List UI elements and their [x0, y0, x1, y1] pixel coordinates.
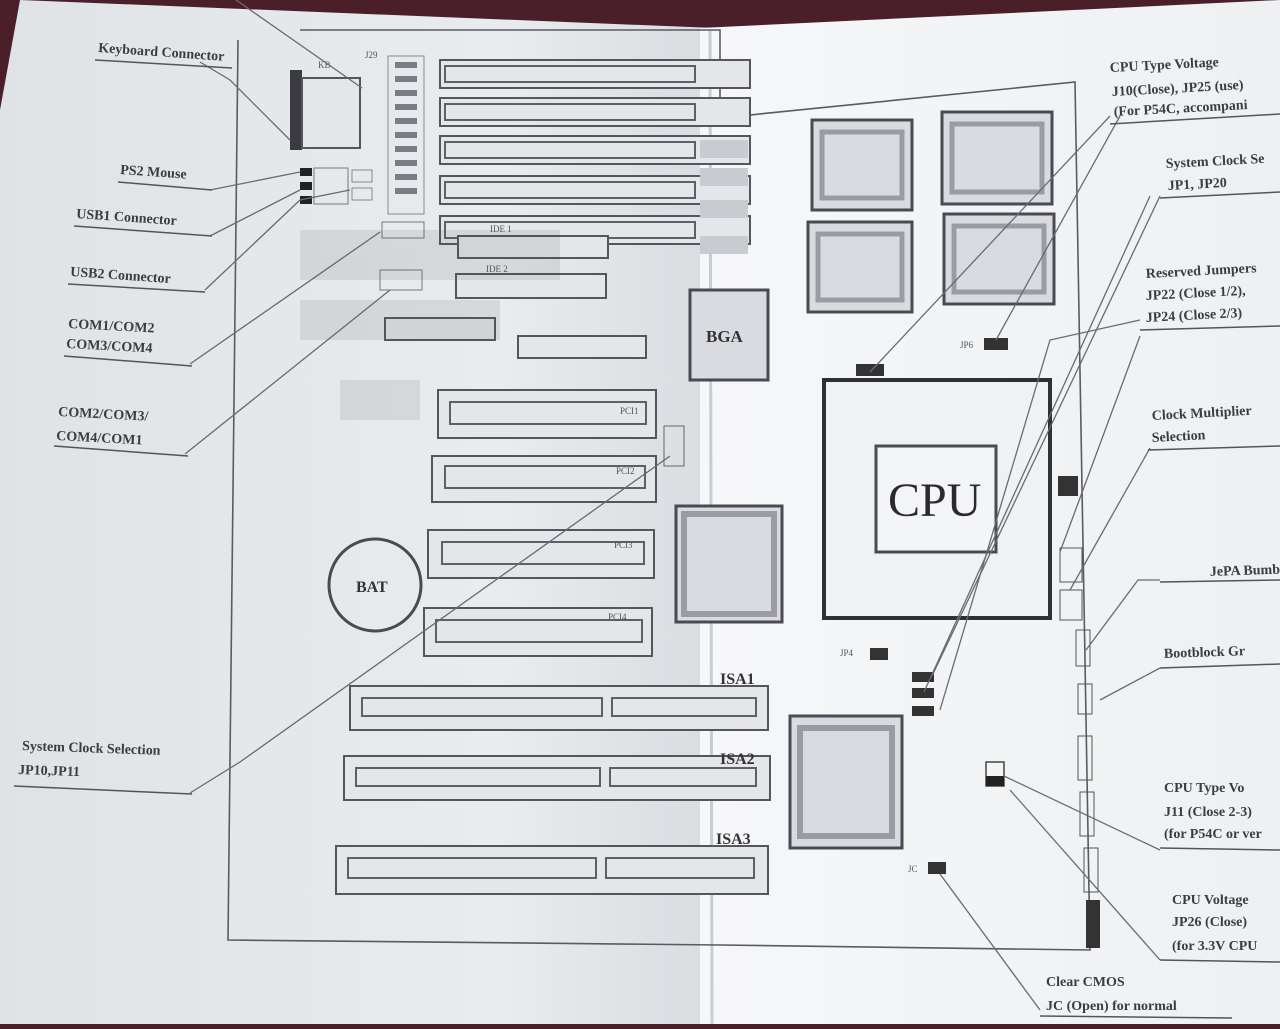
right-jumper-column — [1058, 476, 1100, 948]
battery — [327, 537, 423, 633]
pci2-label: PCI2 — [616, 466, 635, 476]
cpu-type-voltage-top-line2: J10(Close), JP25 (use) — [1111, 78, 1244, 100]
clock-multiplier-selection: Selection — [1151, 428, 1206, 446]
clear-cmos-callout: Clear CMOS — [1046, 975, 1125, 990]
ps2-mouse-callout: PS2 Mouse — [120, 163, 187, 183]
system-clock-right-callout: System Clock Se — [1165, 152, 1264, 172]
pci1-label: PCI1 — [620, 406, 639, 416]
right-callouts: CPU Type Voltage J10(Close), JP25 (use) … — [1039, 55, 1280, 1019]
jp10-jp11-callout: JP10,JP11 — [18, 763, 80, 780]
system-clock-selection-callout: System Clock Selection — [22, 739, 161, 759]
bga-label: BGA — [706, 327, 744, 346]
cache-chips — [806, 110, 1056, 314]
bga-chip — [688, 288, 770, 382]
leader-lines — [184, 0, 1161, 1011]
jumper-jc — [928, 862, 946, 874]
jp22-callout: JP22 (Close 1/2), — [1145, 284, 1246, 304]
com1-com2-callout: COM1/COM2 — [68, 317, 155, 336]
cpu-type-voltage-bottom-callout: CPU Type Vo — [1164, 781, 1244, 796]
clock-multiplier-callout: Clock Multiplier — [1151, 404, 1252, 424]
ps2-usb-jumpers — [300, 167, 373, 205]
jp-bottom-callout: JePA Bumb — [1210, 563, 1280, 580]
show-through-text — [300, 230, 560, 420]
j29-header — [387, 55, 425, 215]
j29-label: J29 — [365, 50, 378, 60]
pci-slots — [423, 389, 657, 657]
cpu-label: CPU — [888, 474, 981, 527]
cpu-type-voltage-top-line3: (For P54C, accompani — [1113, 98, 1248, 120]
jp26-callout: JP26 (Close) — [1172, 915, 1247, 930]
com3-com4-callout: COM3/COM4 — [66, 337, 153, 356]
cpu-type-voltage-top-callout: CPU Type Voltage — [1109, 55, 1219, 76]
left-callouts: Keyboard Connector PS2 Mouse USB1 Connec… — [13, 41, 233, 795]
jumper-jp4 — [870, 648, 888, 660]
jumper-jp-cache-left — [856, 364, 884, 376]
isa-slots — [335, 685, 771, 895]
pci-jumper — [663, 425, 685, 467]
battery-label: BAT — [356, 579, 388, 596]
jp4-label: JP4 — [840, 648, 854, 658]
usb2-callout: USB2 Connector — [70, 265, 172, 287]
pci4-label: PCI4 — [608, 612, 627, 622]
board-outline — [227, 29, 1091, 951]
j11-callout: J11 (Close 2-3) — [1164, 805, 1252, 820]
pci3-label: PCI3 — [614, 540, 633, 550]
memory-slots — [439, 59, 751, 254]
jp1-jp20-callout: JP1, JP20 — [1167, 176, 1227, 194]
3v3-cpu-callout: (for 3.3V CPU — [1172, 939, 1257, 954]
cpu-voltage-callout: CPU Voltage — [1172, 893, 1249, 908]
jp6-label: JP6 — [960, 340, 974, 350]
com2-com3-callout: COM2/COM3/ — [58, 405, 150, 425]
jumper-jp6 — [984, 338, 1008, 350]
ide2-label: IDE 2 — [486, 264, 508, 274]
jp24-callout: JP24 (Close 2/3) — [1145, 306, 1242, 326]
isa2-label: ISA2 — [720, 751, 755, 768]
reserved-jumpers-callout: Reserved Jumpers — [1145, 261, 1257, 282]
com4-com1-callout: COM4/COM1 — [56, 429, 143, 448]
jc-label: JC — [908, 864, 918, 874]
ide-headers — [379, 221, 647, 359]
kb-chip — [301, 77, 361, 149]
cpu-chip — [874, 444, 998, 554]
bootblock-callout: Bootblock Gr — [1164, 644, 1246, 662]
ide1-label: IDE 1 — [490, 224, 512, 234]
isa3-label: ISA3 — [716, 831, 751, 848]
isa1-label: ISA1 — [720, 671, 755, 688]
usb1-callout: USB1 Connector — [76, 207, 178, 229]
kb-header-label: KB — [318, 60, 331, 70]
p54c-callout: (for P54C or ver — [1164, 827, 1262, 842]
keyboard-connector-bar — [290, 70, 302, 150]
jc-open-callout: JC (Open) for normal — [1046, 999, 1177, 1014]
chipset — [674, 504, 784, 624]
io-chip — [788, 714, 904, 850]
clock-multiplier-jumpers — [912, 672, 934, 716]
